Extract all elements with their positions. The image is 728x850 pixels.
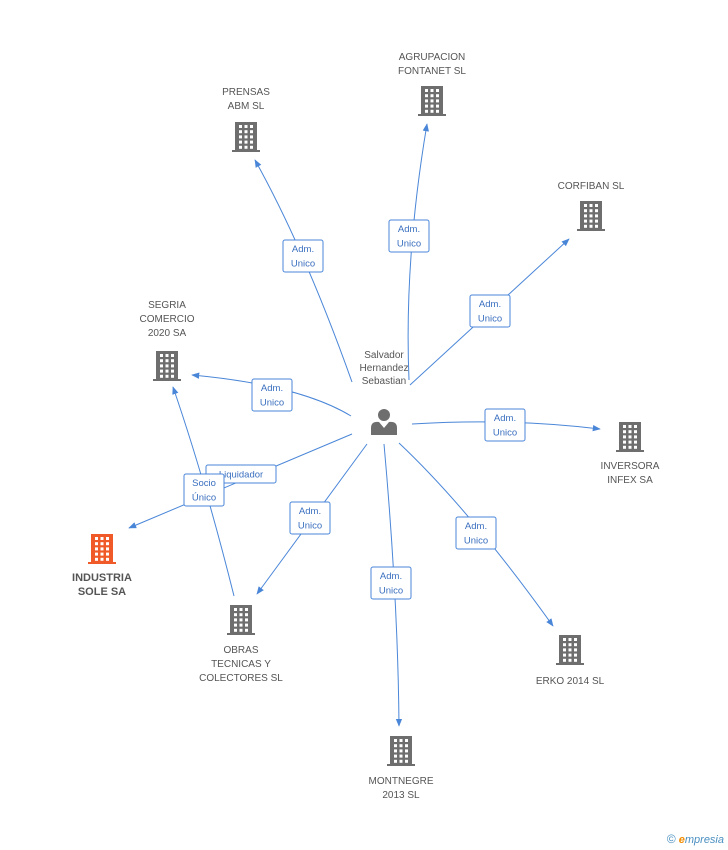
relation-label: Adm.: [299, 506, 321, 517]
relation-badge[interactable]: Adm. Unico: [484, 408, 526, 442]
building-icon: [577, 201, 605, 231]
person-icon: [371, 409, 397, 435]
company-name-line: COLECTORES SL: [199, 673, 283, 684]
company-node-prensas[interactable]: PRENSAS ABM SL: [222, 87, 270, 152]
relation-badge[interactable]: Adm. Unico: [469, 294, 511, 328]
company-name-line: SEGRIA: [148, 300, 186, 311]
company-node-erko[interactable]: ERKO 2014 SL: [536, 635, 605, 687]
brand-logo-text: mpresia: [684, 834, 724, 846]
company-node-montnegre[interactable]: MONTNEGRE 2013 SL: [369, 736, 434, 801]
company-name-line: ERKO 2014 SL: [536, 676, 605, 687]
relation-label: Adm.: [261, 383, 283, 394]
company-name-line: FONTANET SL: [398, 66, 466, 77]
relation-label: Unico: [379, 586, 403, 597]
relation-label: Unico: [397, 239, 421, 250]
company-node-agrupacion[interactable]: AGRUPACION FONTANET SL: [398, 52, 466, 116]
company-node-segria[interactable]: SEGRIA COMERCIO 2020 SA: [140, 300, 195, 381]
brand-footer[interactable]: ©empresia: [667, 832, 724, 846]
badges-layer: Adm.UnicoAdm.UnicoAdm.UnicoAdm.UnicoAdm.…: [183, 219, 526, 600]
company-name-line: INVERSORA: [601, 461, 660, 472]
relation-label: Liquidador: [219, 470, 263, 481]
relation-label: Adm.: [398, 224, 420, 235]
relation-label: Unico: [291, 259, 315, 270]
building-icon: [418, 86, 446, 116]
relation-label: Adm.: [479, 299, 501, 310]
person-name-line: Sebastian: [362, 376, 406, 387]
relation-label: Adm.: [494, 413, 516, 424]
relation-label: Unico: [464, 536, 488, 547]
relation-label: Adm.: [292, 244, 314, 255]
relation-label: Socio: [192, 478, 216, 489]
relation-badge[interactable]: Adm. Unico: [282, 239, 324, 273]
relation-badge[interactable]: Adm. Unico: [370, 566, 412, 600]
building-icon: [616, 422, 644, 452]
company-name-line: ABM SL: [228, 101, 265, 112]
company-name-line: TECNICAS Y: [211, 659, 271, 670]
company-name-line: 2020 SA: [148, 328, 187, 339]
relation-label: Unico: [260, 398, 284, 409]
building-icon: [88, 534, 116, 564]
building-icon: [556, 635, 584, 665]
relation-badge[interactable]: Adm. Unico: [289, 501, 331, 535]
relation-label: Unico: [298, 521, 322, 532]
person-name-line: Hernandez: [360, 363, 409, 374]
building-icon: [232, 122, 260, 152]
edge-person-to-agrupacion: [407, 123, 429, 381]
company-node-obras[interactable]: OBRAS TECNICAS Y COLECTORES SL: [199, 605, 283, 684]
company-name-line: CORFIBAN SL: [558, 181, 625, 192]
company-name-line: SOLE SA: [78, 586, 126, 598]
company-name-line: INFEX SA: [607, 475, 653, 486]
company-name-line: OBRAS: [223, 645, 258, 656]
company-name-line: INDUSTRIA: [72, 572, 132, 584]
company-name-line: MONTNEGRE: [369, 776, 434, 787]
relation-label: Adm.: [465, 521, 487, 532]
person-name-line: Salvador: [364, 350, 404, 361]
relation-label: Adm.: [380, 571, 402, 582]
company-name-line: AGRUPACION: [399, 52, 466, 63]
company-name-line: COMERCIO: [140, 314, 195, 325]
company-node-inversora[interactable]: INVERSORA INFEX SA: [601, 422, 660, 486]
company-node-corfiban[interactable]: CORFIBAN SL: [558, 181, 625, 231]
relation-badge[interactable]: Adm. Unico: [251, 378, 293, 412]
relation-badge[interactable]: Adm. Unico: [455, 516, 497, 550]
copyright-symbol: ©: [666, 832, 676, 846]
building-icon: [227, 605, 255, 635]
building-icon: [153, 351, 181, 381]
relation-label: Unico: [478, 314, 502, 325]
relation-label: Único: [192, 493, 216, 504]
company-node-industria[interactable]: INDUSTRIA SOLE SA: [72, 534, 132, 598]
brand-logo-initial: e: [678, 834, 685, 846]
company-name-line: 2013 SL: [382, 790, 420, 801]
relation-badge[interactable]: Adm. Unico: [388, 219, 430, 253]
building-icon: [387, 736, 415, 766]
relation-label: Unico: [493, 428, 517, 439]
company-name-line: PRENSAS: [222, 87, 270, 98]
edges-layer: [128, 123, 601, 727]
